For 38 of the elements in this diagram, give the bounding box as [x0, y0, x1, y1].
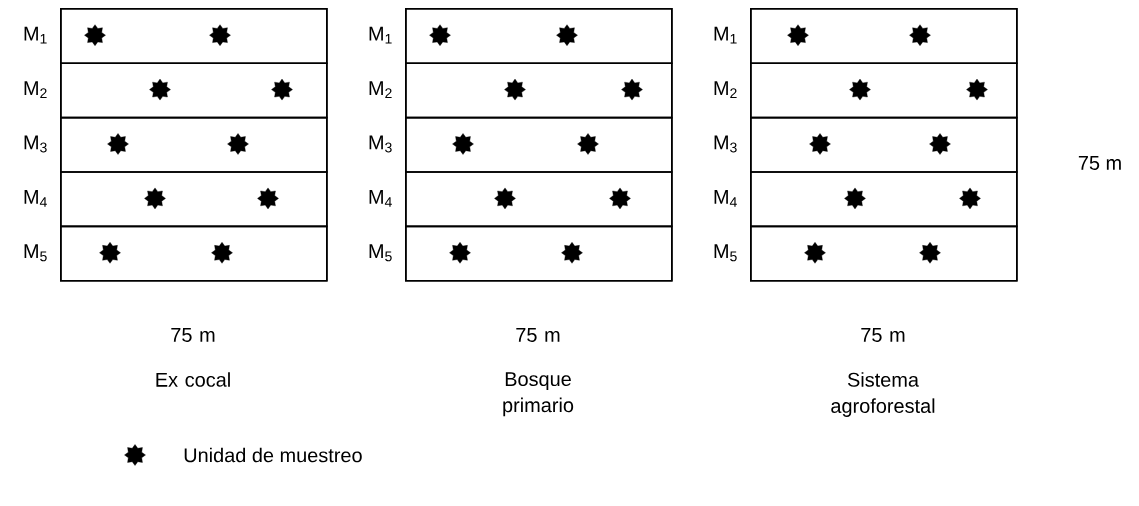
- row-label: M$_{2}$: [714, 81, 737, 98]
- row-label: M$_{2}$: [369, 81, 392, 98]
- plot-row: [60, 225, 328, 282]
- row-label: M$_{1}$: [24, 26, 47, 44]
- row-label: M$_{3}$: [24, 135, 47, 153]
- row-label: M$_{5}$: [369, 244, 392, 262]
- plot-row: [405, 8, 673, 64]
- dimension-label: 75 m: [516, 328, 560, 342]
- plot-row: [60, 8, 328, 64]
- plot-row: [405, 116, 673, 173]
- row-label: M$_{1}$: [714, 26, 737, 44]
- row-label: M$_{3}$: [714, 135, 737, 153]
- plot-row: [750, 225, 1018, 282]
- plot-caption: Ex cocal: [156, 372, 230, 387]
- plot-row: [750, 8, 1018, 64]
- row-label: M$_{5}$: [24, 244, 47, 262]
- plot-row: [405, 225, 673, 282]
- plot-row: [60, 62, 328, 119]
- dimension-label: 75 m: [1078, 156, 1121, 170]
- row-label: M$_{4}$: [714, 190, 737, 207]
- row-label: M$_{4}$: [24, 190, 47, 207]
- plot-row: [750, 171, 1018, 228]
- plot-row: [60, 171, 328, 228]
- row-label: M$_{4}$: [369, 190, 392, 207]
- plot-row: [750, 116, 1018, 173]
- plot-caption: Sistema agroforestal: [831, 372, 935, 417]
- row-label: M$_{5}$: [714, 244, 737, 262]
- plot-row: [60, 116, 328, 173]
- dimension-label: 75 m: [171, 328, 215, 342]
- plot-caption: Bosque primario: [503, 372, 574, 417]
- plot-row: [750, 62, 1018, 119]
- row-label: M$_{2}$: [24, 81, 47, 98]
- plot-row: [405, 62, 673, 119]
- plot-row: [405, 171, 673, 228]
- row-label: M$_{1}$: [369, 26, 392, 44]
- dimension-label: 75 m: [861, 328, 905, 342]
- row-label: M$_{3}$: [369, 135, 392, 153]
- legend-text: Unidad de muestreo: [184, 447, 362, 463]
